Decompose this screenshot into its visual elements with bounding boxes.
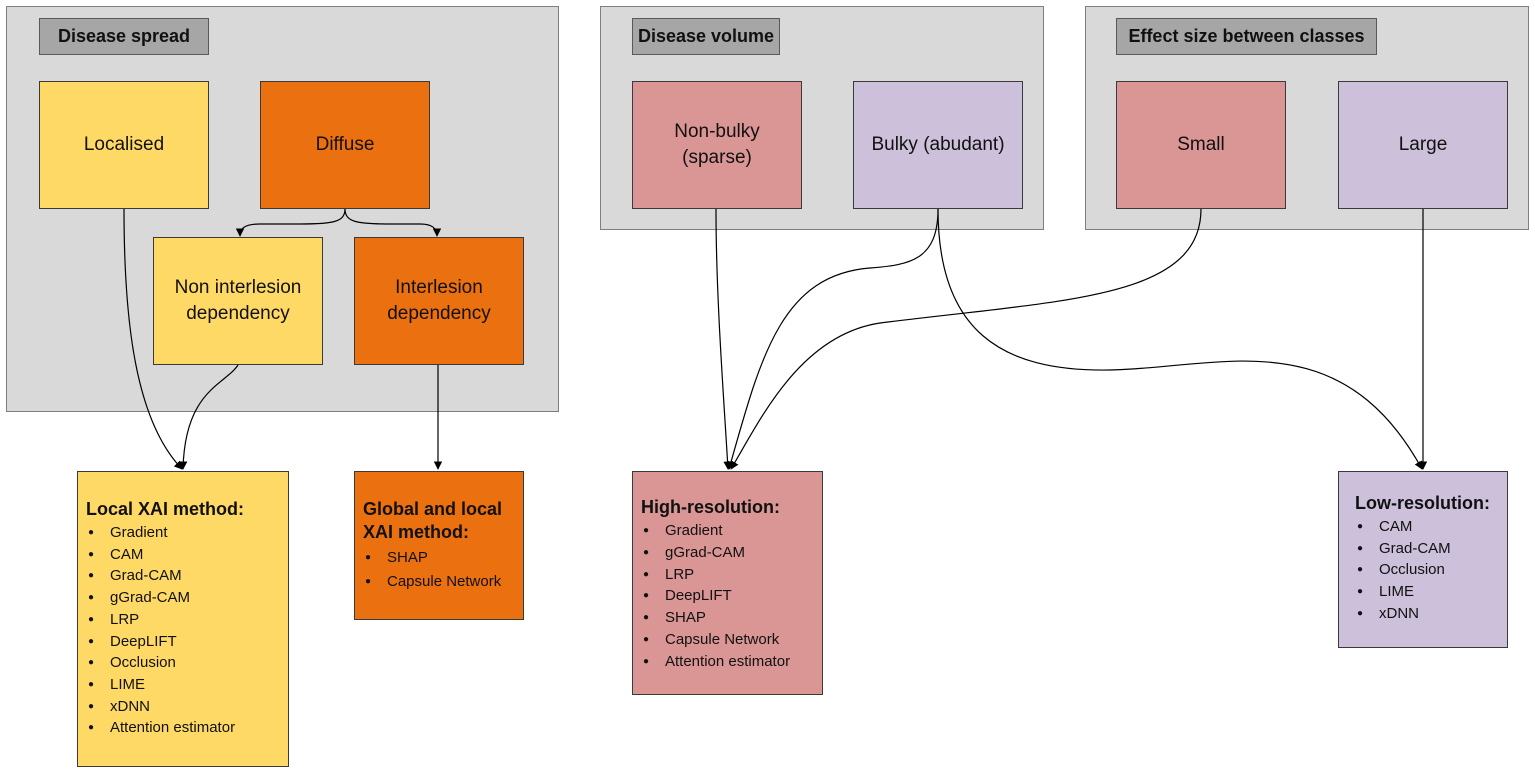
list-item: CAM <box>1355 516 1499 538</box>
list-item: Occlusion <box>86 652 280 674</box>
diffuse-node: Diffuse <box>260 81 430 209</box>
list-item: gGrad-CAM <box>86 587 280 609</box>
list-item: Capsule Network <box>641 629 814 651</box>
bulky-node: Bulky (abudant) <box>853 81 1023 209</box>
list-item: LIME <box>86 674 280 696</box>
list-item: Capsule Network <box>363 570 515 594</box>
bulky-to-low-res-arrow <box>937 208 1423 470</box>
low-resolution-box: Low-resolution: CAM Grad-CAM Occlusion L… <box>1338 471 1508 648</box>
global-local-xai-method-box: Global and local XAI method: SHAP Capsul… <box>354 471 524 620</box>
bulky-to-high-res-arrow <box>727 208 939 470</box>
list-item: SHAP <box>363 546 515 570</box>
list-item: LIME <box>1355 581 1499 603</box>
disease-volume-title: Disease volume <box>632 18 780 55</box>
low-resolution-title: Low-resolution: <box>1355 493 1490 513</box>
list-item: gGrad-CAM <box>641 542 814 564</box>
list-item: Grad-CAM <box>1355 538 1499 560</box>
high-resolution-box: High-resolution: Gradient gGrad-CAM LRP … <box>632 471 823 695</box>
interlesion-node: Interlesion dependency <box>354 237 524 365</box>
list-item: Attention estimator <box>86 717 280 739</box>
list-item: LRP <box>641 564 814 586</box>
small-node: Small <box>1116 81 1286 209</box>
list-item: CAM <box>86 544 280 566</box>
global-local-xai-method-list: SHAP Capsule Network <box>363 546 515 594</box>
list-item: LRP <box>86 609 280 631</box>
list-item: SHAP <box>641 607 814 629</box>
list-item: Gradient <box>641 520 814 542</box>
list-item: xDNN <box>1355 603 1499 625</box>
localised-node: Localised <box>39 81 209 209</box>
high-resolution-list: Gradient gGrad-CAM LRP DeepLIFT SHAP Cap… <box>641 520 814 673</box>
list-item: Gradient <box>86 522 280 544</box>
local-xai-method-list: Gradient CAM Grad-CAM gGrad-CAM LRP Deep… <box>86 522 280 739</box>
local-xai-method-box: Local XAI method: Gradient CAM Grad-CAM … <box>77 471 289 767</box>
list-item: DeepLIFT <box>641 585 814 607</box>
list-item: DeepLIFT <box>86 631 280 653</box>
low-resolution-list: CAM Grad-CAM Occlusion LIME xDNN <box>1355 516 1499 625</box>
effect-size-title: Effect size between classes <box>1116 18 1377 55</box>
small-to-high-res-arrow <box>730 208 1202 470</box>
non-interlesion-node: Non interlesion dependency <box>153 237 323 365</box>
high-resolution-title: High-resolution: <box>641 497 780 517</box>
non-bulky-to-high-res-arrow <box>715 208 732 470</box>
list-item: Grad-CAM <box>86 565 280 587</box>
list-item: Occlusion <box>1355 559 1499 581</box>
global-local-xai-method-title: Global and local XAI method: <box>363 499 503 542</box>
disease-spread-title: Disease spread <box>39 18 209 55</box>
local-xai-method-title: Local XAI method: <box>86 499 245 519</box>
non-bulky-node: Non-bulky (sparse) <box>632 81 802 209</box>
list-item: xDNN <box>86 696 280 718</box>
list-item: Attention estimator <box>641 651 814 673</box>
large-node: Large <box>1338 81 1508 209</box>
